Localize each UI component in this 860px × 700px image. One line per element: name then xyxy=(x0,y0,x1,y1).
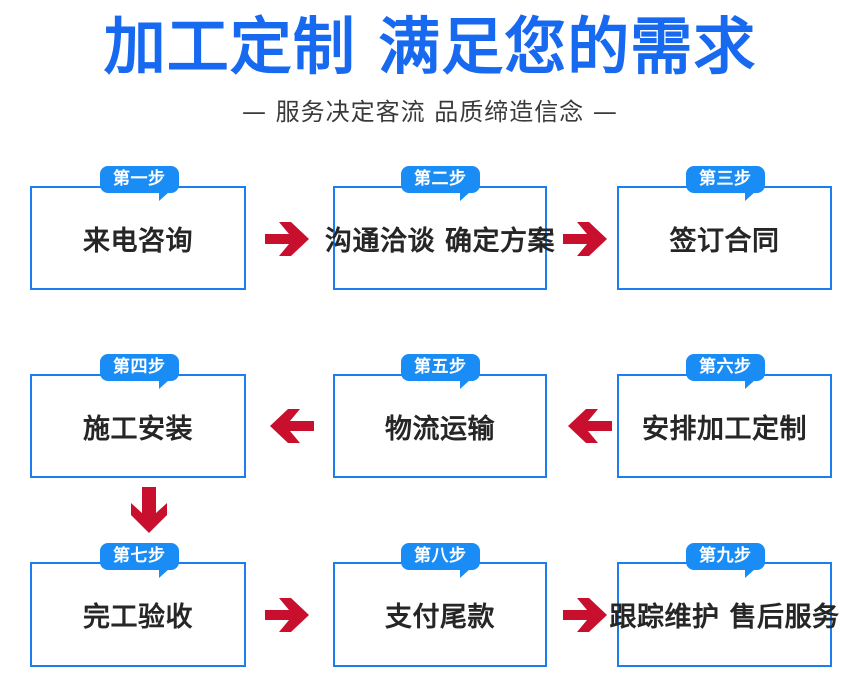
step-badge-6: 第六步 xyxy=(686,354,765,389)
badge-tail-icon-2 xyxy=(459,192,470,201)
step-box-8[interactable]: 支付尾款 xyxy=(333,562,547,667)
step-label-6: 安排加工定制 xyxy=(642,413,807,445)
step-label-8: 支付尾款 xyxy=(385,602,495,633)
step-badge-text-2: 第二步 xyxy=(414,169,467,189)
page-subtitle: — 服务决定客流 品质缔造信念 — xyxy=(242,98,618,126)
step-box-2[interactable]: 沟通洽谈 确定方案 xyxy=(325,186,555,290)
badge-tail-icon-5 xyxy=(459,380,470,389)
badge-tail-icon-4 xyxy=(158,380,169,389)
badge-tail-icon-3 xyxy=(744,192,755,201)
step-badge-3: 第三步 xyxy=(686,166,765,201)
step-box-5[interactable]: 物流运输 xyxy=(333,374,547,478)
step-label-9: 跟踪维护 售后服务 xyxy=(609,602,840,633)
step-label-7: 完工验收 xyxy=(83,602,193,633)
page-title: 加工定制 满足您的需求 xyxy=(103,10,757,83)
step-badge-text-9: 第九步 xyxy=(699,546,752,566)
step-box-6[interactable]: 安排加工定制 xyxy=(617,374,832,478)
step-badge-8: 第八步 xyxy=(401,543,480,578)
arrow-step5-to-step4 xyxy=(266,407,316,445)
arrow-step2-to-step3 xyxy=(563,220,613,258)
step-badge-2: 第二步 xyxy=(401,166,480,201)
step-label-1: 来电咨询 xyxy=(83,225,193,257)
step-badge-text-8: 第八步 xyxy=(414,546,467,566)
step-badge-text-6: 第六步 xyxy=(699,357,752,377)
arrow-step1-to-step2 xyxy=(265,220,315,258)
step-badge-text-1: 第一步 xyxy=(113,169,166,189)
step-badge-text-4: 第四步 xyxy=(113,357,166,377)
badge-tail-icon-7 xyxy=(158,569,169,578)
arrow-step4-to-step7 xyxy=(130,487,168,535)
badge-tail-icon-6 xyxy=(744,380,755,389)
arrow-step8-to-step9 xyxy=(563,596,613,634)
step-badge-text-5: 第五步 xyxy=(414,357,467,377)
badge-tail-icon-8 xyxy=(459,569,470,578)
step-label-4: 施工安装 xyxy=(83,413,193,445)
step-badge-text-3: 第三步 xyxy=(699,169,752,189)
step-label-5: 物流运输 xyxy=(385,413,495,445)
step-box-7[interactable]: 完工验收 xyxy=(30,562,246,667)
step-label-2: 沟通洽谈 确定方案 xyxy=(325,225,555,257)
step-box-3[interactable]: 签订合同 xyxy=(617,186,832,290)
step-label-3: 签订合同 xyxy=(669,225,780,257)
step-badge-7: 第七步 xyxy=(100,543,179,578)
arrow-step6-to-step5 xyxy=(564,407,614,445)
step-box-9[interactable]: 跟踪维护 售后服务 xyxy=(609,562,840,667)
badge-tail-icon-1 xyxy=(158,192,169,201)
step-box-4[interactable]: 施工安装 xyxy=(30,374,246,478)
step-badge-9: 第九步 xyxy=(686,543,765,578)
step-badge-4: 第四步 xyxy=(100,354,179,389)
step-box-1[interactable]: 来电咨询 xyxy=(30,186,246,290)
step-badge-text-7: 第七步 xyxy=(113,546,166,566)
arrow-step7-to-step8 xyxy=(265,596,315,634)
step-badge-1: 第一步 xyxy=(100,166,179,201)
step-badge-5: 第五步 xyxy=(401,354,480,389)
badge-tail-icon-9 xyxy=(744,569,755,578)
